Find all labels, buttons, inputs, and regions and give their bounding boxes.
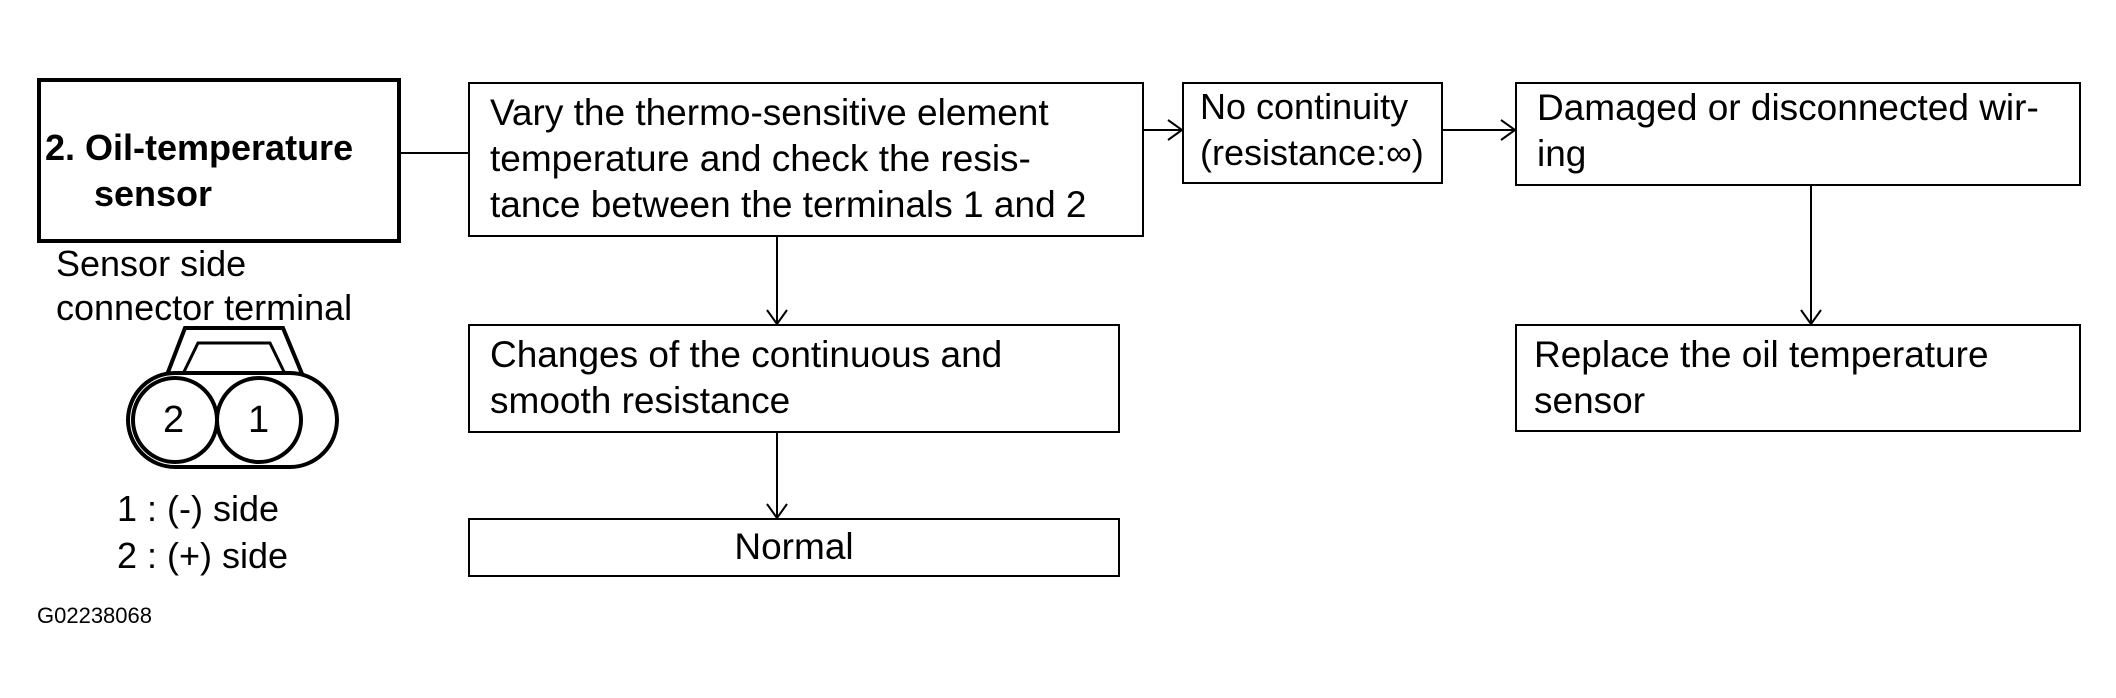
connector-pin-2-label: 2 [163,399,185,441]
step-no-continuity-line-2: (resistance:∞) [1200,132,1424,173]
title-box: 2. Oil-temperature sensor [37,78,401,243]
connector-pin-1-label: 1 [248,399,270,441]
step-check-line-2: temperature and check the resis- [490,138,1031,179]
step-normal-label: Normal [734,526,854,567]
step-changes-line-1: Changes of the continuous and [490,334,1003,375]
step-changes-box: Changes of the continuous and smooth res… [468,324,1120,433]
connector-terminal-icon [126,326,339,469]
step-check-line-3: tance between the terminals 1 and 2 [490,184,1087,225]
connector-caption-line-1: Sensor side [56,243,247,284]
step-changes-line-2: smooth resistance [490,380,791,421]
step-replace-box: Replace the oil temperature sensor [1515,324,2081,432]
step-no-continuity-line-1: No continuity [1200,86,1409,127]
title-line-1: 2. Oil-temperature [45,127,354,168]
step-no-continuity-box: No continuity (resistance:∞) [1182,82,1443,184]
figure-code: G02238068 [37,603,152,628]
step-normal-box: Normal [468,518,1120,577]
title-line-2: sensor [94,173,213,214]
step-check-box: Vary the thermo-sensitive element temper… [468,82,1144,237]
step-check-line-1: Vary the thermo-sensitive element [490,92,1049,133]
step-replace-line-1: Replace the oil temperature [1534,334,1989,375]
step-damaged-line-1: Damaged or disconnected wir- [1537,87,2039,128]
connector-caption-line-2: connector terminal [56,287,353,328]
connector-legend-line-2: 2 : (+) side [117,535,289,576]
step-damaged-line-2: ing [1537,133,1587,174]
step-replace-line-2: sensor [1534,380,1646,421]
connector-legend-line-1: 1 : (-) side [117,488,280,529]
step-damaged-box: Damaged or disconnected wir- ing [1515,82,2081,186]
